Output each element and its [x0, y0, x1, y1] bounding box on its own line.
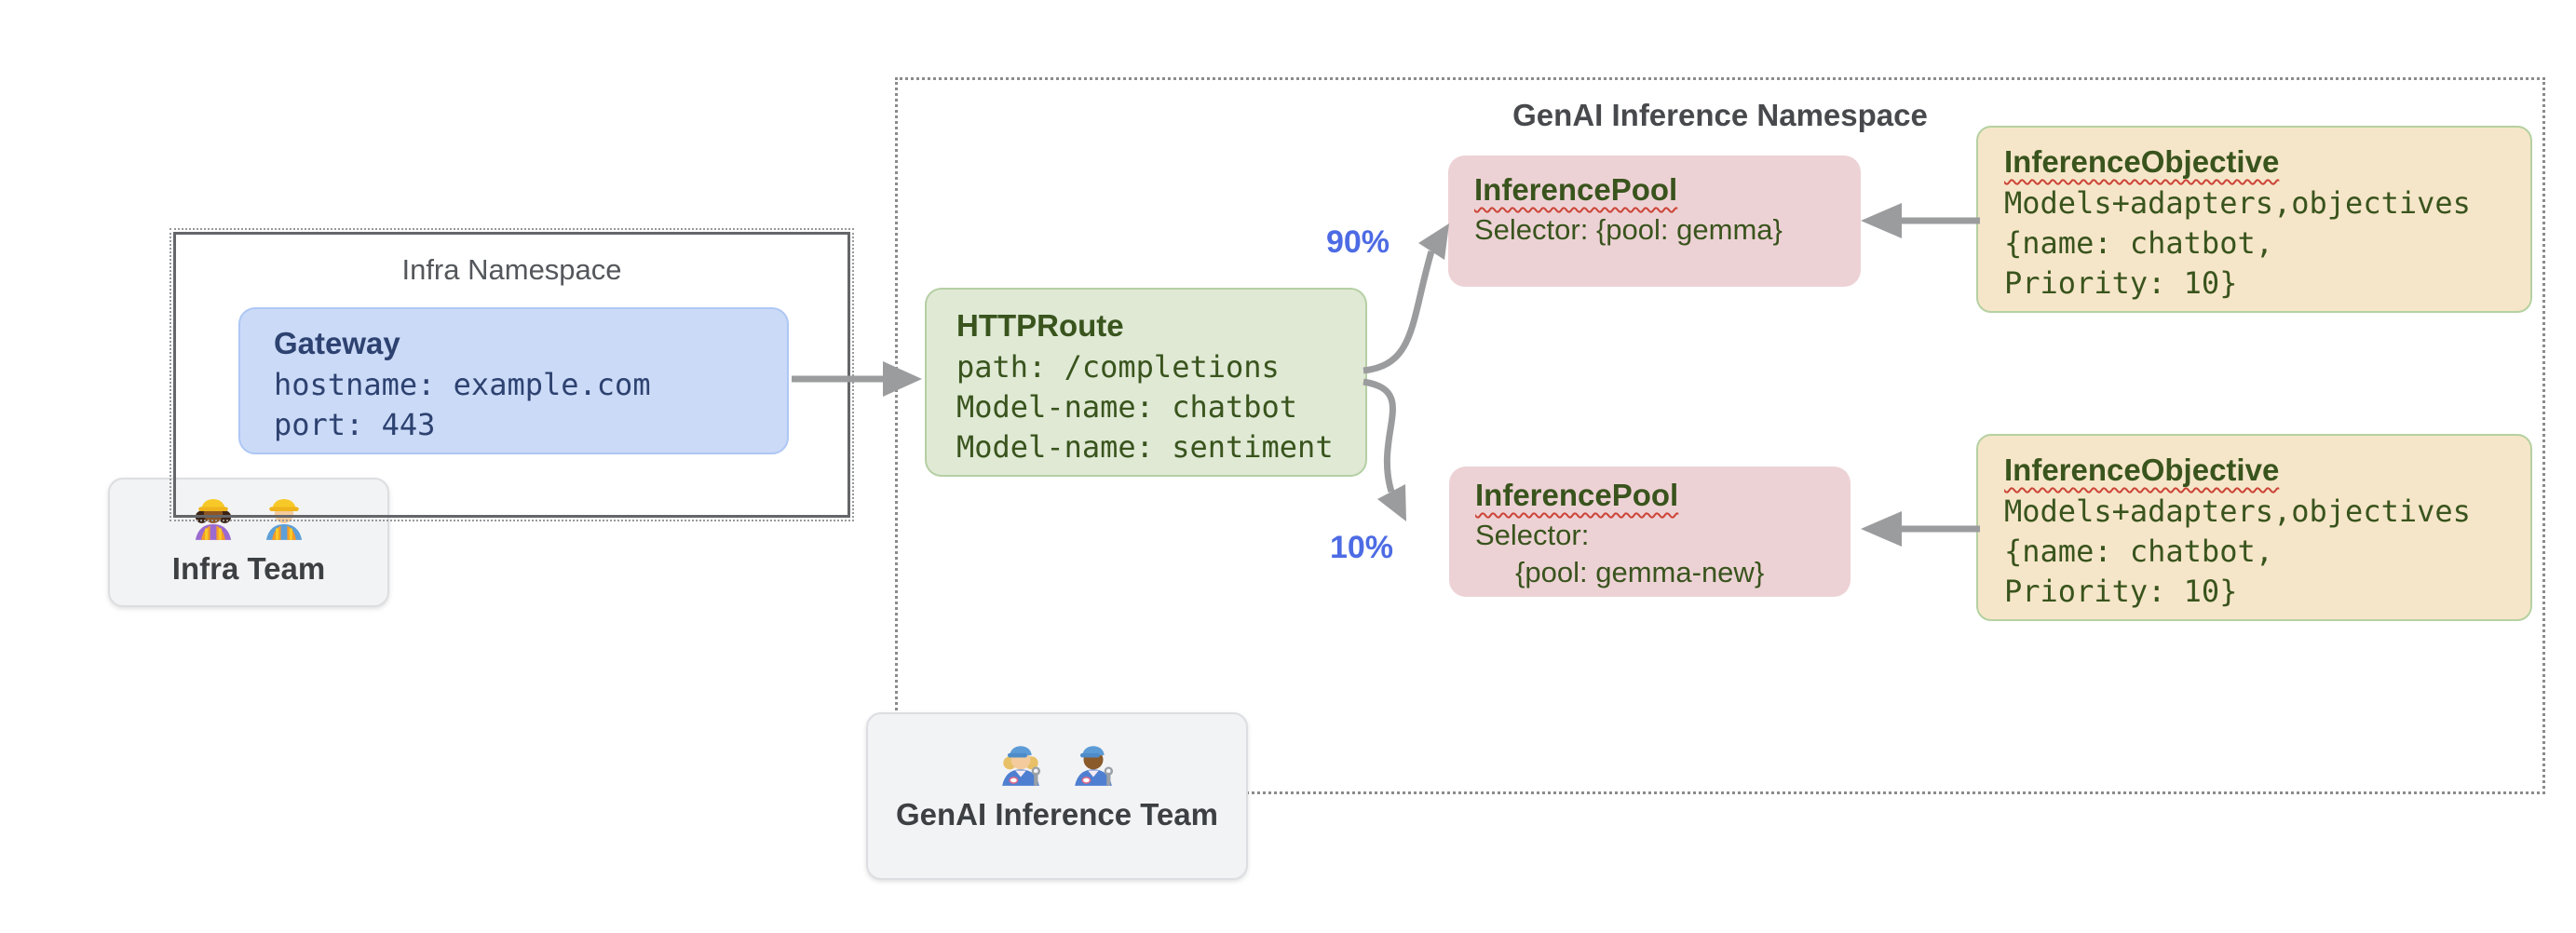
genai-inference-team-box: GenAI Inference Team [866, 712, 1248, 880]
man-construction-worker-icon [259, 491, 309, 546]
genai-team-label: GenAI Inference Team [895, 797, 1218, 832]
inference-pool-bottom-title: InferencePool [1475, 478, 1679, 512]
traffic-weight-10: 10% [1329, 530, 1394, 565]
gateway-box: Gateway hostname: example.com port: 443 [238, 307, 789, 454]
genai-inference-namespace-box: GenAI Inference Namespace [895, 77, 2545, 794]
inference-objective-top-box: InferenceObjective Models+adapters,objec… [1976, 126, 2532, 313]
objective-bottom-line-1: Models+adapters,objectives [2004, 494, 2471, 529]
infra-team-icons [110, 491, 387, 546]
inference-pool-top-title: InferencePool [1474, 172, 1678, 207]
inference-objective-bottom-box: InferenceObjective Models+adapters,objec… [1976, 434, 2532, 621]
httproute-box: HTTPRoute path: /completions Model-name:… [925, 288, 1367, 477]
objective-bottom-line-2: {name: chatbot, [2004, 534, 2273, 569]
inference-pool-top-box: InferencePool Selector: {pool: gemma} [1448, 156, 1861, 287]
infra-team-label: Infra Team [171, 551, 326, 586]
inference-objective-top-title: InferenceObjective [2004, 144, 2280, 179]
gateway-hostname: hostname: example.com [274, 367, 651, 402]
httproute-path: path: /completions [956, 349, 1280, 385]
inference-pool-bottom-box: InferencePool Selector: {pool: gemma-new… [1449, 466, 1851, 597]
gateway-title: Gateway [274, 326, 400, 360]
gateway-port: port: 443 [274, 407, 436, 442]
traffic-weight-90: 90% [1325, 224, 1390, 260]
objective-bottom-line-3: Priority: 10} [2004, 574, 2238, 609]
httproute-model-2: Model-name: sentiment [956, 429, 1334, 465]
objective-top-line-2: {name: chatbot, [2004, 225, 2273, 261]
genai-team-icons [868, 735, 1246, 791]
httproute-title: HTTPRoute [956, 308, 1124, 343]
objective-top-line-1: Models+adapters,objectives [2004, 185, 2471, 221]
inference-objective-bottom-title: InferenceObjective [2004, 453, 2280, 487]
inference-pool-bottom-selector-value: {pool: gemma-new} [1475, 556, 1765, 588]
woman-mechanic-icon [995, 735, 1047, 791]
inference-pool-bottom-selector: Selector: [1475, 519, 1590, 551]
objective-top-line-3: Priority: 10} [2004, 265, 2238, 301]
infra-team-box: Infra Team [108, 478, 389, 607]
httproute-model-1: Model-name: chatbot [956, 389, 1298, 425]
genai-namespace-title: GenAI Inference Namespace [1512, 98, 1928, 132]
man-mechanic-icon [1067, 735, 1119, 791]
woman-construction-worker-icon [188, 491, 238, 546]
inference-pool-top-selector: Selector: {pool: gemma} [1474, 213, 1783, 246]
infra-namespace-title: Infra Namespace [401, 253, 622, 286]
